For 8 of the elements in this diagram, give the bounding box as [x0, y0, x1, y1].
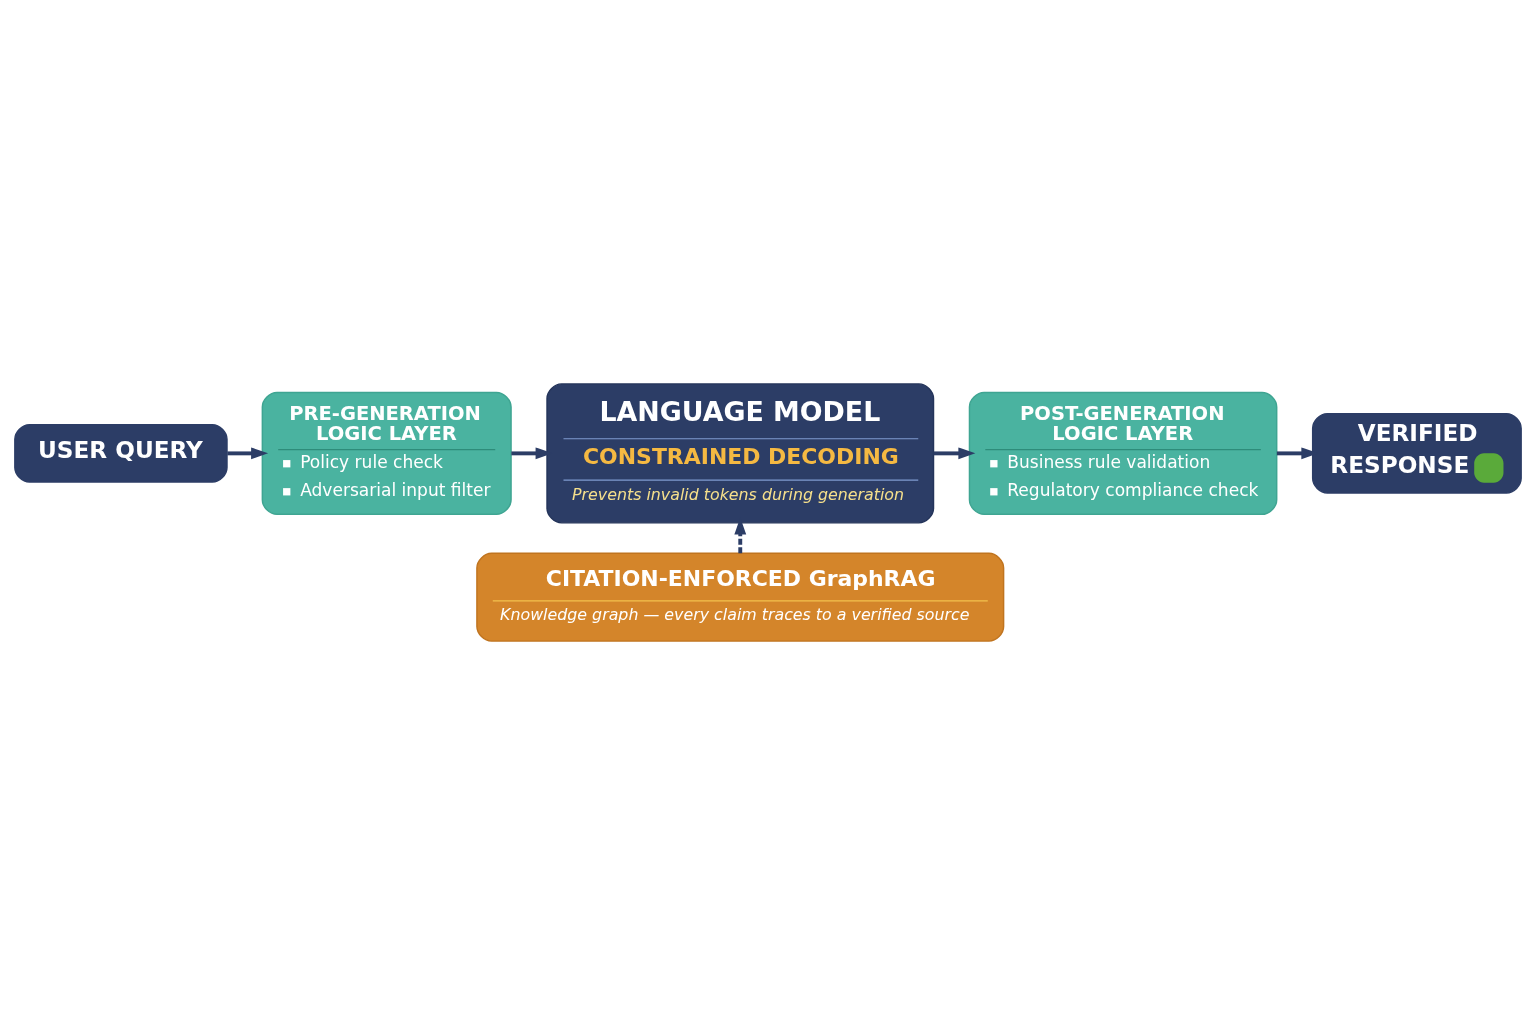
- node-box: POST-GENERATION LOGIC LAYER Business rule validation Regulatory compliance check: [968, 391, 1278, 515]
- arrow: [227, 446, 269, 459]
- node-box: PRE-GENERATION LOGIC LAYER Policy rule check Adversarial input filter: [261, 391, 512, 515]
- node-box: LANGUAGE MODEL CONSTRAINED DECODING Prevents invalid tokens during generation: [546, 382, 935, 524]
- arrow: [933, 446, 976, 459]
- node-box: CITATION-ENFORCED GraphRAG Knowledge graph — every claim traces to a verified source: [476, 552, 1005, 642]
- node-box: USER QUERY: [14, 423, 228, 483]
- node-box: VERIFIED RESPONSE: [1311, 412, 1522, 494]
